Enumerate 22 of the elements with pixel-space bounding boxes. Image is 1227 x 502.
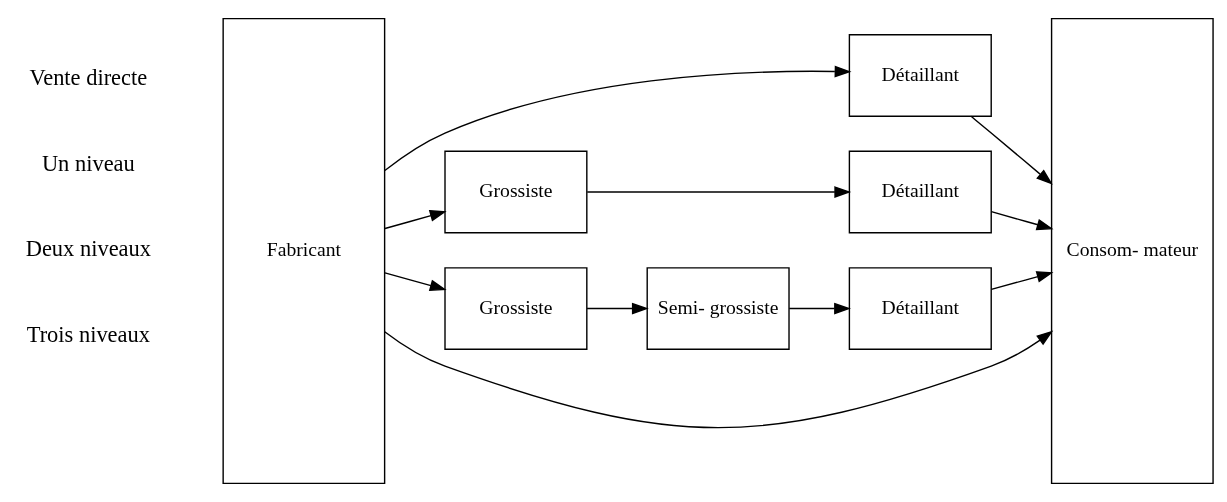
label: Vente directe: [29, 65, 148, 91]
arrow: [384, 330, 1054, 429]
arrow: [788, 302, 851, 315]
node-box: Semi- grossiste: [646, 267, 790, 350]
node-box: Détaillant: [848, 267, 992, 350]
arrow: [990, 271, 1054, 291]
node-box: Grossiste: [444, 150, 588, 234]
node-box: Détaillant: [848, 150, 992, 234]
arrow: [586, 302, 649, 315]
label: Trois niveaux: [26, 321, 150, 347]
label: Un niveau: [41, 150, 135, 176]
arrow: [384, 65, 852, 172]
arrow: [990, 210, 1054, 231]
arrow: [586, 186, 852, 198]
arrow: [970, 115, 1053, 185]
node-box: Détaillant: [848, 34, 992, 117]
node-box: Grossiste: [444, 267, 588, 350]
arrow: [384, 210, 447, 230]
arrow: [384, 272, 447, 292]
node-box: Consom- mateur: [1050, 17, 1214, 485]
node-box: Fabricant: [222, 17, 386, 485]
label: Deux niveaux: [25, 236, 152, 262]
